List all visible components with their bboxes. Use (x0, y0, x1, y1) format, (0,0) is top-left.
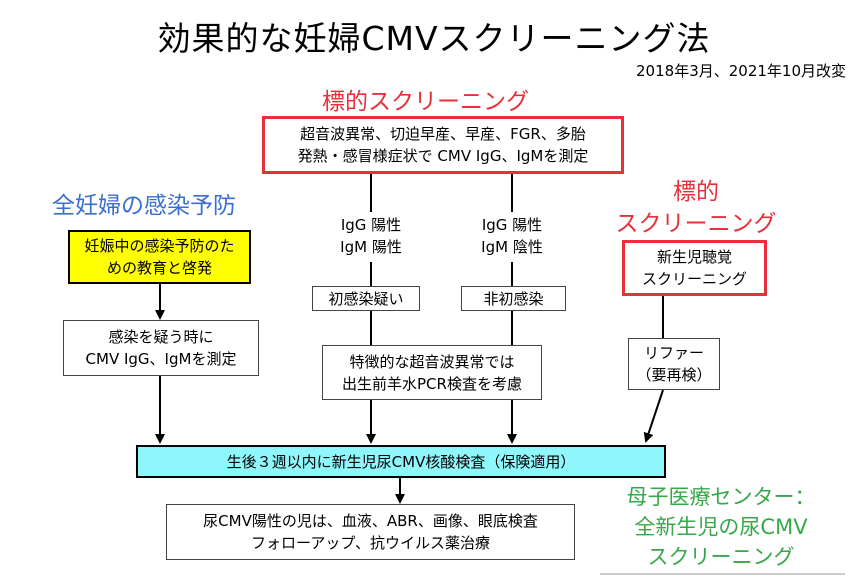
newborn-urine-nat-text: 生後３週以内に新生児尿CMV核酸検査（保険適用） (226, 452, 576, 471)
hearing-screening-text: 新生児聴覚 スクリーニング (641, 248, 747, 288)
result-igg-pos-igm-neg: IgG 陽性 IgM 陰性 (481, 216, 543, 256)
followup-text: 尿CMV陽性の児は、血液、ABR、画像、眼底検査 フォローアップ、抗ウイルス薬治… (203, 512, 538, 552)
newborn-urine-nat-box: 生後３週以内に新生児尿CMV核酸検査（保険適用） (136, 445, 666, 478)
result-igg-pos-igm-pos: IgG 陽性 IgM 陽性 (340, 216, 402, 256)
arrow-refer-to-nat (643, 389, 664, 443)
refer-text: リファー （要再検） (636, 344, 712, 384)
primary-suspected-text: 初感染疑い (328, 289, 404, 308)
suspect-box: 感染を疑う時に CMV IgG、IgMを測定 (63, 320, 259, 376)
page-title: 効果的な妊婦CMVスクリーニング法 (157, 19, 711, 58)
maternal-center-note: 母子医療センター： 全新生児の尿CMV スクリーニング (626, 485, 816, 569)
revision-date: 2018年3月、2021年10月改変 (636, 62, 846, 80)
ultrasound-pcr-text: 特徴的な超音波異常では 出生前羊水PCR検査を考慮 (342, 352, 522, 393)
followup-box: 尿CMV陽性の児は、血液、ABR、画像、眼底検査 フォローアップ、抗ウイルス薬治… (166, 504, 575, 560)
targeted-screening-text: 超音波異常、切迫早産、早産、FGR、多胎 発熱・感冒様症状で CMV IgG、I… (297, 125, 589, 165)
prevention-heading: 全妊婦の感染予防 (52, 193, 236, 219)
newborn-screening-heading: 標的 スクリーニング (615, 179, 777, 237)
hearing-screening-box: 新生児聴覚 スクリーニング (622, 240, 767, 296)
ultrasound-pcr-box: 特徴的な超音波異常では 出生前羊水PCR検査を考慮 (322, 345, 542, 400)
suspect-text: 感染を疑う時に CMV IgG、IgMを測定 (85, 328, 237, 368)
prevention-box: 妊娠中の感染予防のた めの教育と啓発 (68, 230, 251, 284)
refer-box: リファー （要再検） (628, 338, 720, 390)
prevention-text: 妊娠中の感染予防のた めの教育と啓発 (84, 237, 235, 277)
non-primary-text: 非初感染 (483, 289, 544, 308)
non-primary-box: 非初感染 (461, 286, 566, 311)
targeted-screening-heading: 標的スクリーニング (322, 89, 529, 115)
primary-suspected-box: 初感染疑い (312, 286, 420, 311)
targeted-screening-box: 超音波異常、切迫早産、早産、FGR、多胎 発熱・感冒様症状で CMV IgG、I… (262, 116, 624, 174)
